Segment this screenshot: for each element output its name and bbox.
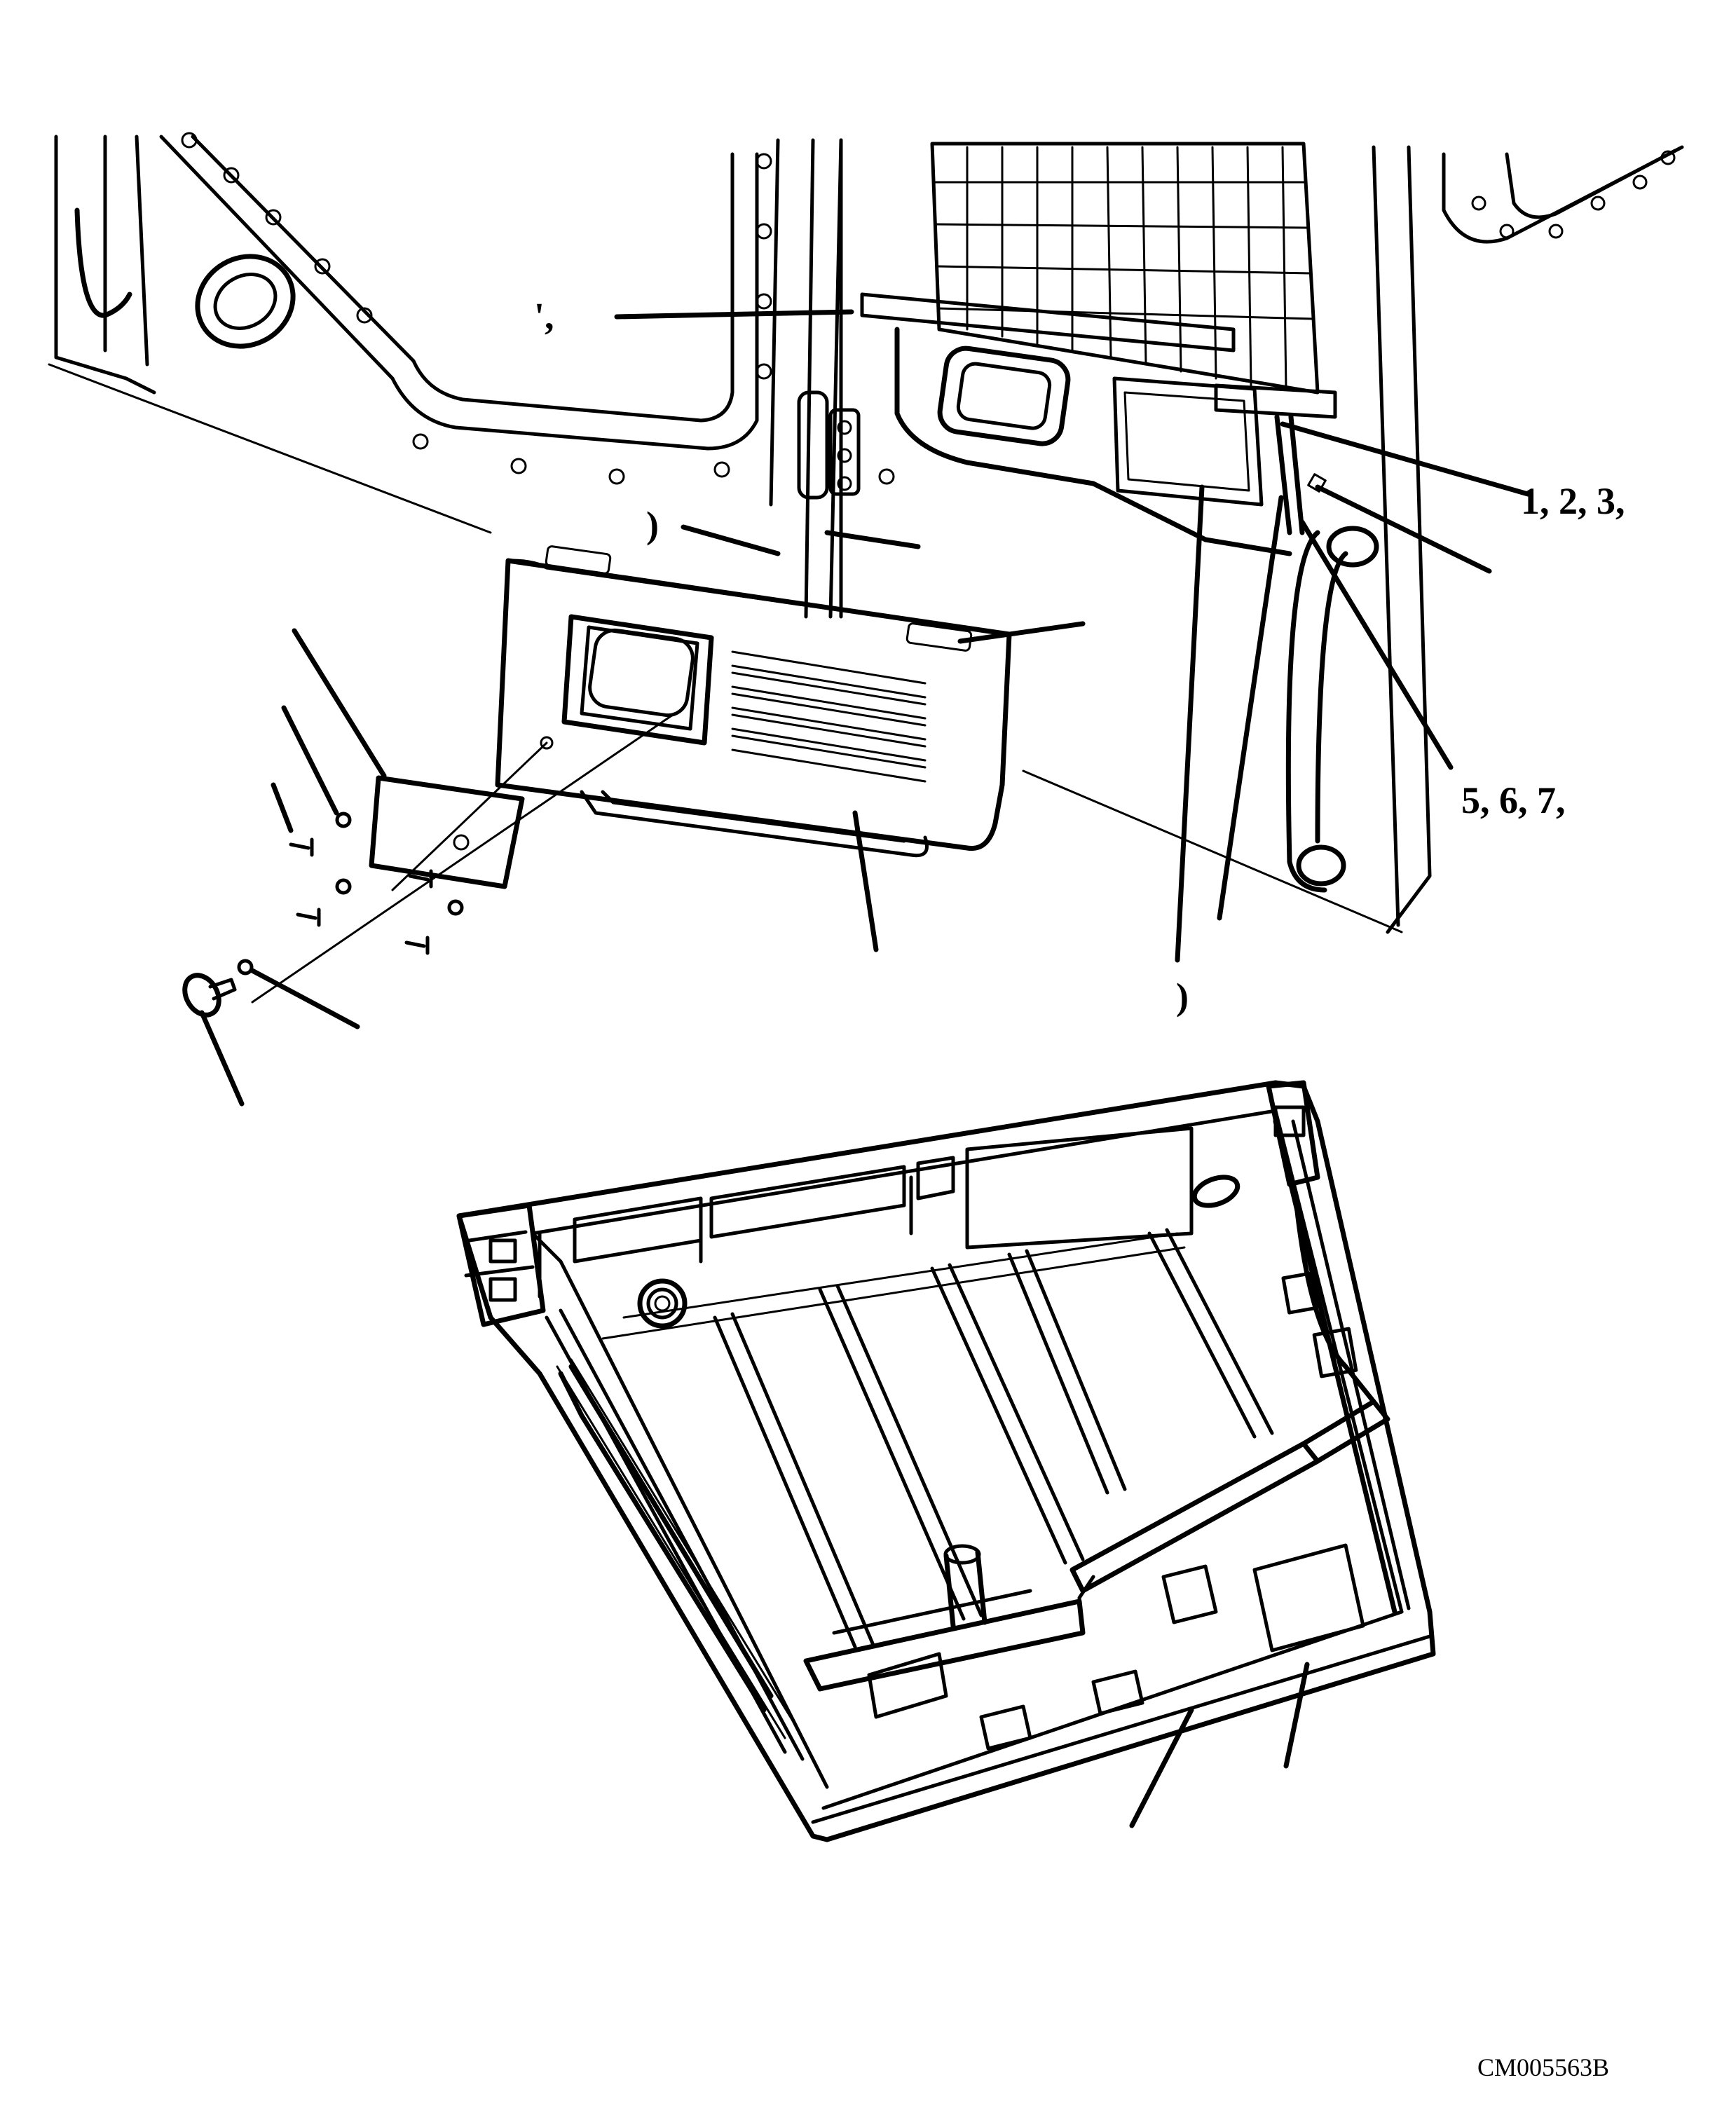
- floor-frame: [456, 1080, 1436, 1842]
- callout-top-left: ',: [534, 295, 554, 337]
- grille-icon: [930, 142, 1320, 395]
- access-cover: [495, 545, 1012, 858]
- panel-bolts: [181, 132, 772, 485]
- callout-right-top: 1, 2, 3,: [1521, 480, 1625, 522]
- callout-mid-left: ): [646, 504, 659, 546]
- knob-icon: [182, 973, 237, 1018]
- figure-id-label: CM005563B: [1477, 2053, 1610, 2081]
- light-icon: [894, 327, 1292, 556]
- callout-lower-center: ): [1176, 976, 1189, 1018]
- fasteners: [182, 812, 464, 1018]
- washer-icon: [237, 812, 464, 976]
- door-post: [769, 138, 895, 619]
- cover-plate: [251, 713, 674, 1004]
- cab-door: [839, 138, 1684, 934]
- cover-louvers: [731, 650, 927, 783]
- leader-lines-lower: [1129, 1662, 1310, 1828]
- screw-icon: [289, 837, 433, 955]
- cab-left-panel: [48, 132, 772, 534]
- leader-lines-upper: [199, 309, 1531, 1107]
- callout-right-mid: 5, 6, 7,: [1461, 779, 1566, 821]
- hinge-icon: [797, 390, 861, 500]
